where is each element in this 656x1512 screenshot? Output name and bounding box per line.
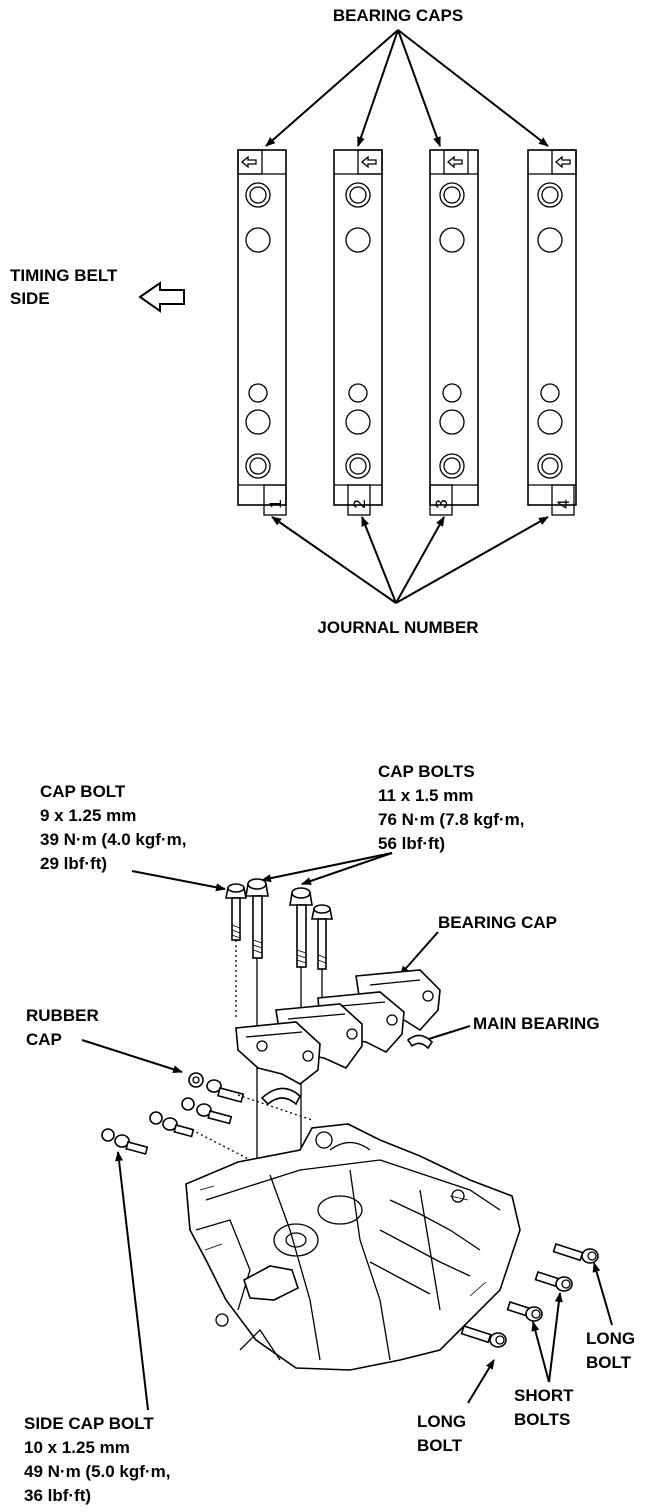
side-cap-bolt-label-line2: 10 x 1.25 mm — [24, 1438, 130, 1457]
cap-bolt-11mm-a — [245, 878, 269, 959]
cap-bolts-label-line2: 11 x 1.5 mm — [378, 786, 473, 805]
timing-belt-label-line2: SIDE — [10, 289, 50, 308]
rubber-cap-label-line2: CAP — [26, 1030, 62, 1049]
main-bearing-label: MAIN BEARING — [473, 1014, 600, 1033]
long-bolt-left-label-line2: BOLT — [417, 1436, 463, 1455]
side-bolt-a — [181, 1097, 233, 1125]
bottom-diagram: CAP BOLT 9 x 1.25 mm 39 N·m (4.0 kgf·m, … — [24, 762, 635, 1505]
direction-arrow-icon — [554, 155, 571, 169]
cap-bolt-label-line2: 9 x 1.25 mm — [40, 806, 136, 825]
rubber-cap-label-line1: RUBBER — [26, 1006, 99, 1025]
direction-arrow-icon — [240, 155, 257, 169]
rubber-cap-item — [188, 1072, 245, 1103]
direction-arrow-icon — [446, 155, 463, 169]
journal-number-label: JOURNAL NUMBER — [317, 618, 478, 637]
journal-number-arrows — [271, 516, 549, 604]
bearing-cap-2: 2 — [333, 149, 383, 516]
side-cap-bolt-label-line3: 49 N·m (5.0 kgf·m, — [24, 1462, 170, 1481]
cap-bolts-label-line3: 76 N·m (7.8 kgf·m, — [378, 810, 524, 829]
short-bolt-b — [506, 1300, 543, 1322]
side-bolt-b — [149, 1111, 195, 1138]
short-bolts-label-line2: BOLTS — [514, 1410, 570, 1429]
journal-number-4: 4 — [554, 499, 573, 508]
cap-bolt-11mm-b — [289, 887, 313, 968]
long-bolt-left — [460, 1324, 507, 1348]
cap-bolt-label-line4: 29 lbf·ft) — [40, 854, 107, 873]
timing-belt-label-line1: TIMING BELT — [10, 266, 118, 285]
bearing-cap-4: 4 — [527, 149, 577, 516]
cap-bolt-9mm — [225, 883, 247, 941]
long-bolt-right-label-line1: LONG — [586, 1329, 635, 1348]
long-bolt-right-label-line2: BOLT — [586, 1353, 632, 1372]
bearing-cap-3: 3 — [429, 149, 479, 516]
journal-number-1: 1 — [266, 499, 285, 508]
top-diagram: BEARING CAPS TIMING BELT SIDE 1 — [10, 6, 577, 637]
bearing-cap-1: 1 — [237, 149, 287, 516]
cap-bolts-label-line1: CAP BOLTS — [378, 762, 475, 781]
cap-bolts-label-line4: 56 lbf·ft) — [378, 834, 445, 853]
side-cap-bolt-label-line1: SIDE CAP BOLT — [24, 1414, 154, 1433]
journal-number-3: 3 — [432, 499, 451, 508]
timing-belt-direction-arrow-icon — [138, 281, 185, 313]
main-bearing-shell — [406, 1034, 434, 1050]
cap-bolt-11mm-c — [311, 904, 333, 970]
cap-bolt-label-line3: 39 N·m (4.0 kgf·m, — [40, 830, 186, 849]
bearing-cap-label: BEARING CAP — [438, 913, 557, 932]
bearing-caps-arrows — [265, 29, 549, 147]
short-bolt-a — [534, 1270, 573, 1292]
side-bolts-left — [101, 1072, 313, 1171]
side-cap-bolt-label-line4: 36 lbf·ft) — [24, 1486, 91, 1505]
bearing-cap-assembly — [235, 969, 441, 1106]
side-bolts-right — [460, 1242, 599, 1348]
vertical-cap-bolts — [225, 878, 333, 1205]
cap-bolt-label-line1: CAP BOLT — [40, 782, 126, 801]
lower-bearing-shell — [260, 1087, 301, 1106]
engine-block — [185, 1123, 521, 1371]
bearing-caps-label: BEARING CAPS — [333, 6, 463, 25]
direction-arrow-icon — [360, 155, 377, 169]
journal-number-2: 2 — [350, 499, 369, 508]
long-bolt-right — [552, 1242, 599, 1264]
side-cap-bolt-item — [101, 1128, 149, 1155]
short-bolts-label-line1: SHORT — [514, 1386, 574, 1405]
long-bolt-left-label-line1: LONG — [417, 1412, 466, 1431]
